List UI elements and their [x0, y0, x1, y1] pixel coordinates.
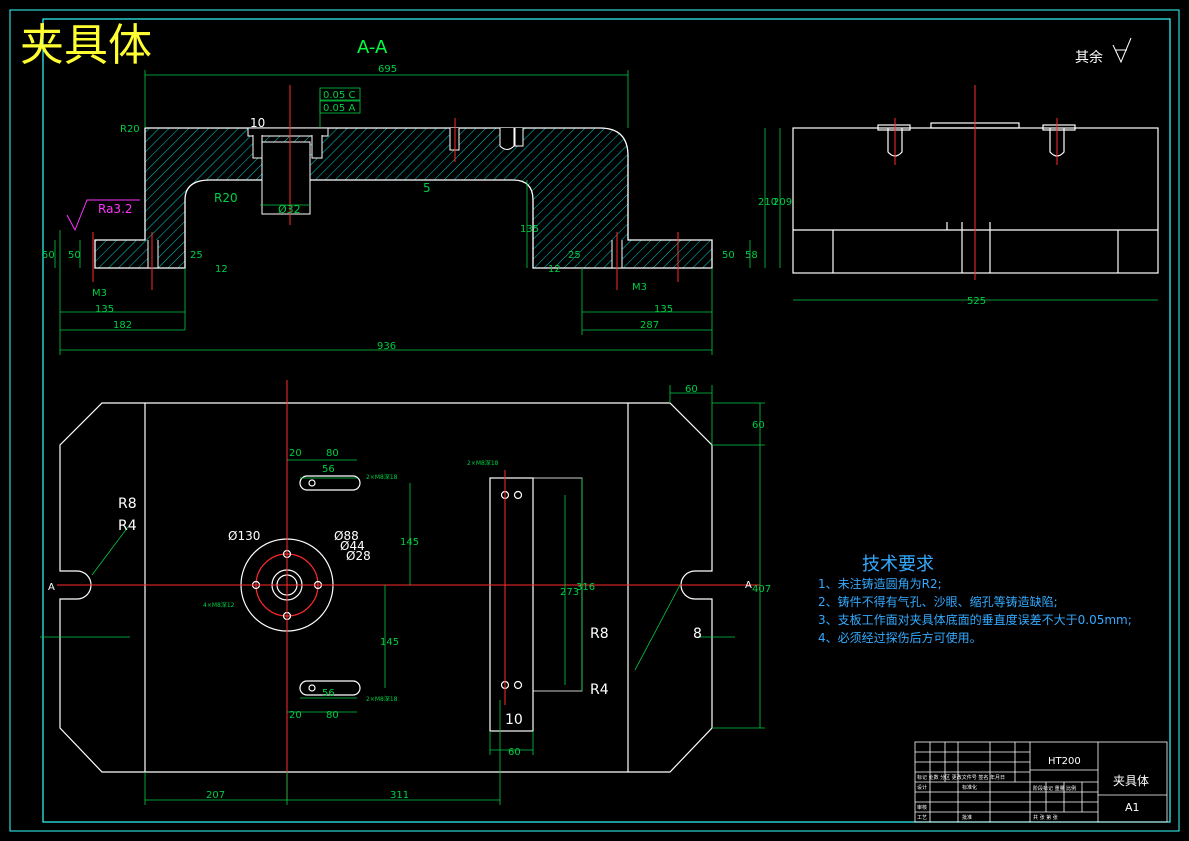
- dim-210: 210: [758, 197, 777, 208]
- surface-note: 其余: [1075, 49, 1103, 66]
- dim-135-left: 135: [95, 304, 114, 315]
- dim-80-bottom: 80: [326, 710, 339, 721]
- plan-outline: [59, 402, 713, 773]
- dim-d44: Ø44: [340, 539, 365, 553]
- section-body: [94, 127, 713, 269]
- title-block: [914, 741, 1168, 823]
- dim-25-left: 25: [190, 250, 203, 261]
- dim-r8-right: R8: [590, 626, 609, 642]
- part-name: 夹具体: [1113, 774, 1149, 788]
- hole-note-1: 4×M8深12: [203, 601, 235, 609]
- dim-182: 182: [113, 320, 132, 331]
- tol-c: 0.05 C: [323, 90, 355, 101]
- tol-a: 0.05 A: [323, 103, 355, 114]
- tb-row-8: 共 张 第 张: [1033, 814, 1058, 821]
- dim-56-bottom: 56: [322, 688, 335, 699]
- hole-note-4: 2×M8深18: [366, 695, 398, 703]
- dim-d88: Ø88: [334, 529, 359, 543]
- tb-row-2: 设计: [917, 784, 927, 791]
- dim-135-mid: 135: [520, 224, 539, 235]
- dim-80-top: 80: [326, 448, 339, 459]
- section-view: [92, 85, 713, 290]
- dim-60-side: 60: [752, 420, 765, 431]
- dim-8-right: 8: [693, 626, 702, 642]
- dim-50-outer: 50: [42, 250, 55, 261]
- dim-10: 10: [250, 116, 265, 130]
- roughness-symbol: Ra3.2: [66, 199, 140, 232]
- tech-req-item-2: 2、铸件不得有气孔、沙眼、缩孔等铸造缺陷;: [818, 594, 1058, 609]
- tb-row-5: 审核: [917, 804, 927, 811]
- drawing-title: 夹具体: [20, 20, 152, 71]
- dim-12-right: 12: [548, 264, 561, 275]
- support-slot: [489, 477, 534, 732]
- tb-row-6: 工艺: [917, 815, 927, 821]
- tech-req-item-1: 1、未注铸造圆角为R2;: [818, 576, 942, 591]
- side-view: [792, 85, 1159, 280]
- plan-view: [57, 380, 760, 800]
- section-mark-a-right: A: [745, 580, 752, 591]
- dim-20-bottom: 20: [289, 710, 302, 721]
- dim-5: 5: [423, 181, 431, 195]
- material-label: HT200: [1048, 756, 1081, 767]
- dim-10-slot: 10: [505, 712, 523, 728]
- tb-row-7: 批准: [962, 814, 972, 821]
- dim-209: 209: [773, 197, 792, 208]
- dim-207: 207: [206, 790, 225, 801]
- plan-dimensions: [40, 385, 765, 805]
- dim-273: 273: [560, 587, 579, 598]
- dim-145-top: 145: [400, 537, 419, 548]
- dim-135-right: 135: [654, 304, 673, 315]
- dim-r4-right: R4: [590, 682, 609, 698]
- dim-m3-left: M3: [92, 288, 107, 299]
- dim-50-left: 50: [68, 250, 81, 261]
- tb-row-1: 标记 处数 分区 更改文件号 签名 年月日: [917, 774, 1005, 781]
- dim-695: 695: [378, 64, 397, 75]
- surface-roughness-icon: [1112, 37, 1132, 64]
- dim-936: 936: [377, 341, 396, 352]
- tb-row-3: 标准化: [962, 784, 977, 791]
- dim-316: 316: [576, 582, 595, 593]
- dim-r8-left: R8: [118, 496, 137, 512]
- roughness-label: Ra3.2: [98, 202, 133, 216]
- dim-m3-right: M3: [632, 282, 647, 293]
- dim-145-bottom: 145: [380, 637, 399, 648]
- dim-525: 525: [967, 296, 986, 307]
- dim-56-top: 56: [322, 464, 335, 475]
- dim-287: 287: [640, 320, 659, 331]
- dim-311: 311: [390, 790, 409, 801]
- dim-r20-inner: R20: [214, 191, 238, 205]
- plan-dim-labels: 60 60 20 80 56 145 Ø130 Ø88 Ø44 Ø28 R8 R…: [48, 384, 771, 801]
- dim-12-left: 12: [215, 264, 228, 275]
- section-dim-labels: 695 R20 R20 0.05 C 0.05 A 10 Ø32 5 50 50…: [42, 64, 986, 352]
- tech-requirements: 技术要求 1、未注铸造圆角为R2; 2、铸件不得有气孔、沙眼、缩孔等铸造缺陷; …: [818, 554, 1132, 645]
- tech-req-item-4: 4、必须经过探伤后方可使用。: [818, 630, 982, 645]
- dim-50-right: 50: [722, 250, 735, 261]
- dim-58: 58: [745, 250, 758, 261]
- dim-d32: Ø32: [278, 203, 301, 216]
- tech-req-item-3: 3、支板工作面对夹具体底面的垂直度误差不大于0.05mm;: [818, 612, 1132, 627]
- hole-note-2: 2×M8深18: [467, 459, 499, 467]
- section-mark-a-left: A: [48, 582, 55, 593]
- drawing-frame: [9, 9, 1180, 832]
- hole-note-3: 2×M8深18: [366, 473, 398, 481]
- tech-req-heading: 技术要求: [862, 554, 934, 575]
- dim-d130: Ø130: [228, 529, 260, 543]
- dim-r4-left: R4: [118, 518, 137, 534]
- section-label: A-A: [357, 37, 388, 58]
- title-block-text: HT200 夹具体 A1 标记 处数 分区 更改文件号 签名 年月日 设计 标准…: [917, 756, 1149, 821]
- dim-407: 407: [752, 584, 771, 595]
- tb-row-4: 阶段标记 重量 比例: [1033, 785, 1076, 792]
- dim-25-right: 25: [568, 250, 581, 261]
- sheet-size: A1: [1125, 801, 1140, 814]
- dim-60-slot: 60: [508, 747, 521, 758]
- dim-d28: Ø28: [346, 549, 371, 563]
- section-dimensions: [54, 70, 1158, 355]
- dim-20-top: 20: [289, 448, 302, 459]
- dim-r20-top: R20: [120, 124, 140, 135]
- dim-60-top: 60: [685, 384, 698, 395]
